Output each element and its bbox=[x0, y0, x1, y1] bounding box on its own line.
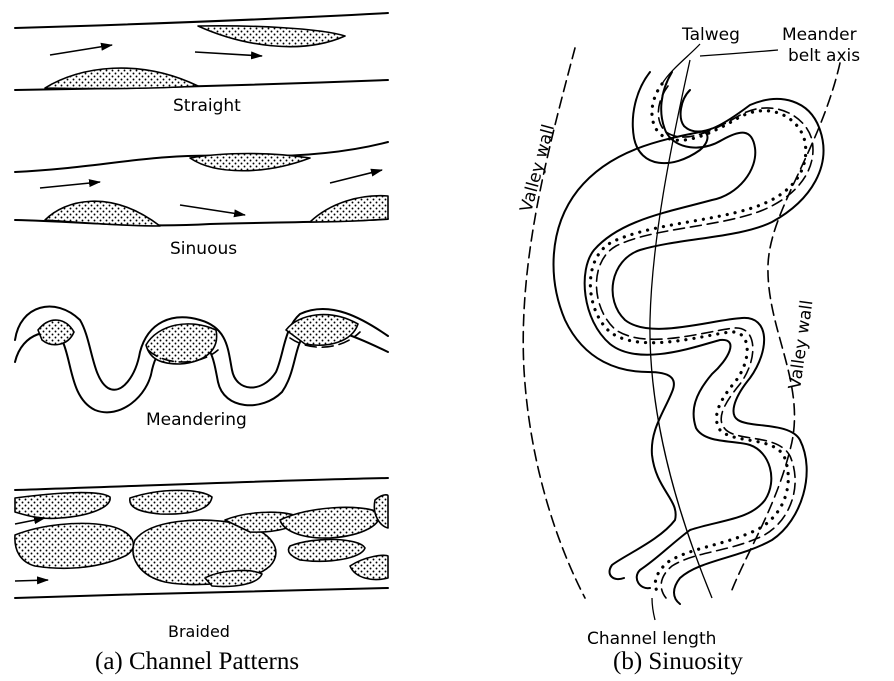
valley-wall-right-label: Valley wall bbox=[785, 299, 817, 391]
braided-lower-bank bbox=[15, 588, 388, 598]
caption-channel-patterns: (a) Channel Patterns bbox=[95, 648, 299, 675]
sinuous-flow-arrow-1 bbox=[40, 182, 100, 188]
sinuous-channel bbox=[15, 142, 388, 226]
braided-bar-7 bbox=[288, 539, 365, 561]
straight-label: Straight bbox=[173, 96, 241, 116]
channel-length-leader bbox=[652, 598, 655, 620]
braided-upper-bank bbox=[15, 478, 388, 490]
braided-flow-arrow-1 bbox=[15, 518, 45, 524]
channel-length-label: Channel length bbox=[587, 629, 716, 649]
sinuous-flow-arrow-3 bbox=[330, 170, 382, 183]
braided-channel bbox=[15, 478, 388, 598]
braided-label: Braided bbox=[168, 622, 230, 641]
meandering-channel bbox=[15, 307, 388, 413]
braided-bar-3 bbox=[15, 523, 134, 568]
braided-bar-2 bbox=[130, 490, 212, 514]
sinuous-lower-bar-right bbox=[310, 196, 388, 222]
channel-left-bank bbox=[554, 72, 708, 579]
braided-bar-1 bbox=[15, 493, 110, 519]
straight-channel bbox=[15, 13, 388, 90]
talweg-label: Talweg bbox=[681, 25, 740, 45]
meandering-point-bar-1 bbox=[38, 320, 74, 345]
braided-flow-arrow-2 bbox=[15, 580, 48, 581]
meandering-label: Meandering bbox=[146, 410, 247, 430]
sinuous-label: Sinuous bbox=[170, 239, 237, 259]
valley-wall-left-label: Valley wall bbox=[517, 122, 560, 214]
talweg-dotted-line bbox=[590, 84, 805, 596]
sinuous-flow-arrow-2 bbox=[180, 205, 245, 215]
braided-bar-9 bbox=[350, 555, 388, 579]
straight-flow-arrow-1 bbox=[50, 45, 112, 55]
braided-bar-6 bbox=[280, 507, 379, 538]
straight-flow-arrow-2 bbox=[195, 52, 262, 56]
meander-belt-axis-label-line1: Meander bbox=[782, 25, 857, 45]
meander-belt-leader bbox=[700, 50, 778, 56]
caption-sinuosity: (b) Sinuosity bbox=[613, 648, 743, 675]
straight-lower-bar bbox=[45, 68, 198, 89]
meander-belt-axis-label-line2: belt axis bbox=[788, 46, 860, 66]
sinuous-upper-bar bbox=[190, 154, 310, 171]
straight-upper-bar bbox=[198, 26, 345, 47]
